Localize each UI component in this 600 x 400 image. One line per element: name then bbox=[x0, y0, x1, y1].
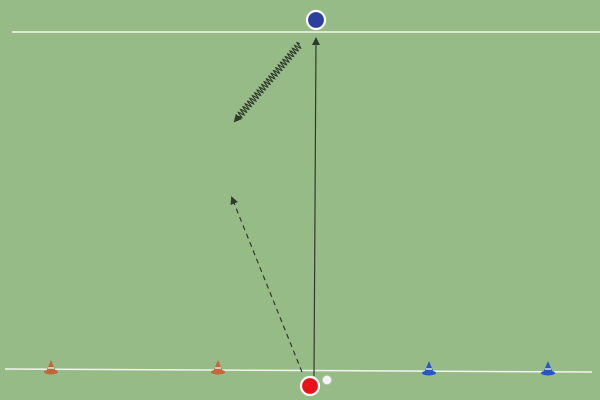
cones bbox=[44, 360, 555, 376]
ball-icon bbox=[322, 375, 332, 385]
movement-arrows bbox=[230, 37, 320, 377]
run-arrow bbox=[230, 196, 303, 373]
blue-cone-icon bbox=[541, 361, 555, 376]
dribble-arrow bbox=[233, 41, 302, 123]
blue-cone-icon bbox=[422, 361, 436, 376]
pass-arrow bbox=[311, 37, 320, 377]
blue-player bbox=[305, 9, 327, 31]
orange-cone-icon bbox=[211, 360, 225, 375]
players bbox=[299, 9, 332, 397]
bottom-boundary-line bbox=[4, 368, 593, 373]
red-player bbox=[299, 375, 321, 397]
orange-cone-icon bbox=[44, 360, 58, 375]
